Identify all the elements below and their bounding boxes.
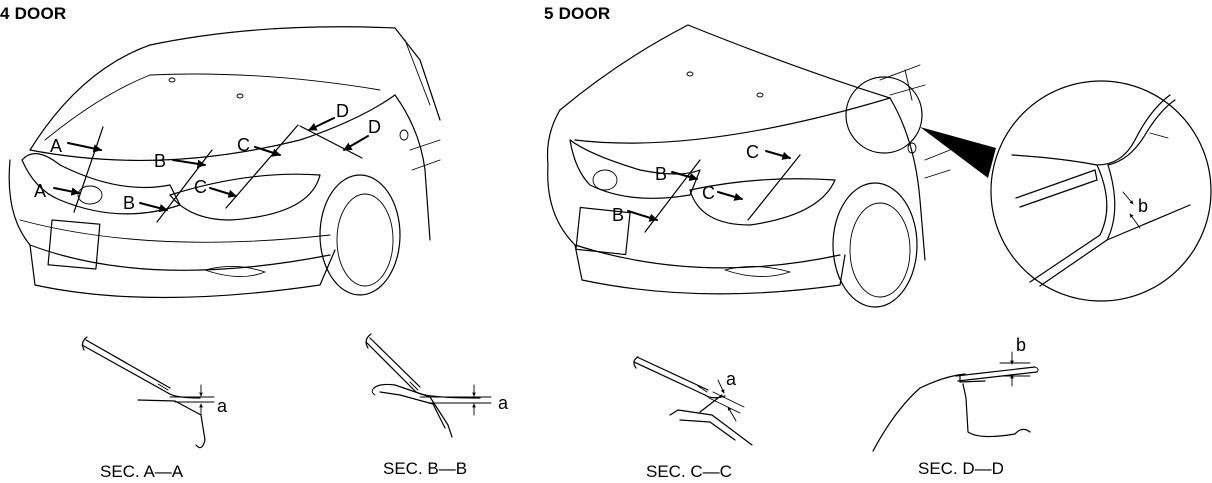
title-4-door: 4 DOOR [0,4,67,23]
callout-b-detail: b [1138,196,1148,216]
callout-C-upper-5door: C [746,142,759,162]
callout-B-lower-5door: B [612,205,624,225]
section-c-c-drawing [633,356,753,446]
callout-B-upper-4door: B [154,151,166,171]
callout-A-lower-4door: A [34,181,46,201]
callout-C-lower-5door: C [702,183,715,203]
callout-B-lower-4door: B [123,193,135,213]
callout-D-upper-4door: D [336,101,349,121]
callout-C-lower-4door: C [194,177,207,197]
section-b-b-drawing [365,333,492,438]
section-d-d-drawing [872,351,1039,452]
label-sec-aa: SEC. A—A [100,462,184,481]
dim-b-sec-dd: b [1016,335,1026,355]
callout-C-upper-4door: C [237,135,250,155]
dim-a-sec-bb: a [498,393,509,413]
callout-B-upper-5door: B [655,164,667,184]
dim-a-sec-aa: a [217,396,228,416]
car-5-door [546,24,1212,308]
label-sec-cc: SEC. C—C [646,462,732,481]
title-5-door: 5 DOOR [544,4,611,23]
section-a-a-drawing [81,336,215,449]
callout-A-upper-4door: A [50,136,62,156]
car-4-door [8,26,441,299]
dim-a-sec-cc: a [726,369,737,389]
callout-D-lower-4door: D [368,117,381,137]
label-sec-bb: SEC. B—B [383,459,467,478]
label-sec-dd: SEC. D—D [918,459,1004,478]
